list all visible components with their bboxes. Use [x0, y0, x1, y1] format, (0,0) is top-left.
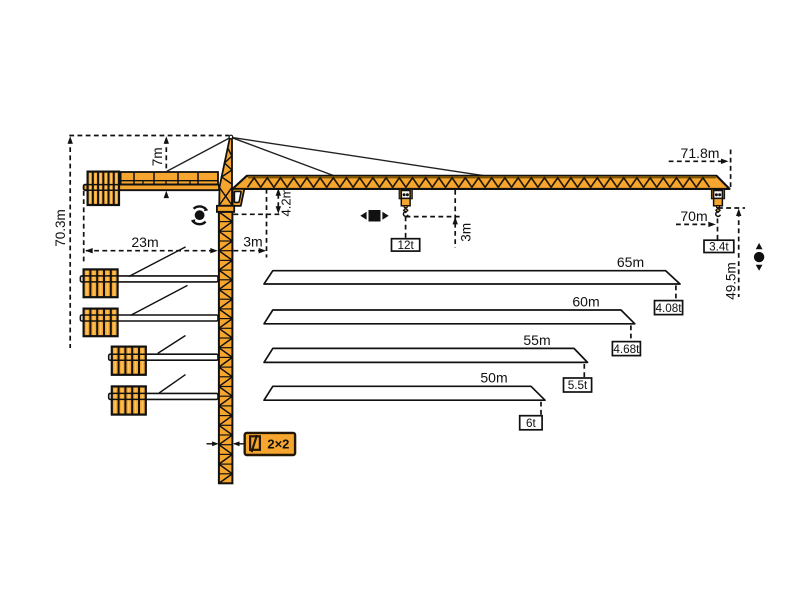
svg-text:55m: 55m [523, 332, 550, 348]
svg-text:4.08t: 4.08t [656, 302, 683, 315]
svg-text:71.8m: 71.8m [681, 145, 720, 161]
svg-text:4.2m: 4.2m [278, 188, 293, 217]
svg-text:3m: 3m [243, 234, 262, 250]
svg-text:70.3m: 70.3m [53, 209, 68, 247]
svg-text:5.5t: 5.5t [568, 379, 588, 392]
svg-text:3m: 3m [459, 223, 474, 242]
svg-text:12t: 12t [397, 239, 414, 252]
svg-text:49.5m: 49.5m [723, 262, 738, 300]
svg-text:7m: 7m [150, 147, 165, 166]
svg-text:65m: 65m [617, 254, 644, 270]
svg-text:23m: 23m [131, 234, 158, 250]
svg-text:6t: 6t [526, 417, 537, 430]
svg-text:4.68t: 4.68t [613, 343, 640, 356]
svg-text:3.4t: 3.4t [709, 241, 729, 254]
svg-text:60m: 60m [572, 293, 599, 309]
svg-text:2×2: 2×2 [267, 436, 289, 451]
svg-text:50m: 50m [480, 370, 507, 386]
svg-text:70m: 70m [680, 208, 707, 224]
